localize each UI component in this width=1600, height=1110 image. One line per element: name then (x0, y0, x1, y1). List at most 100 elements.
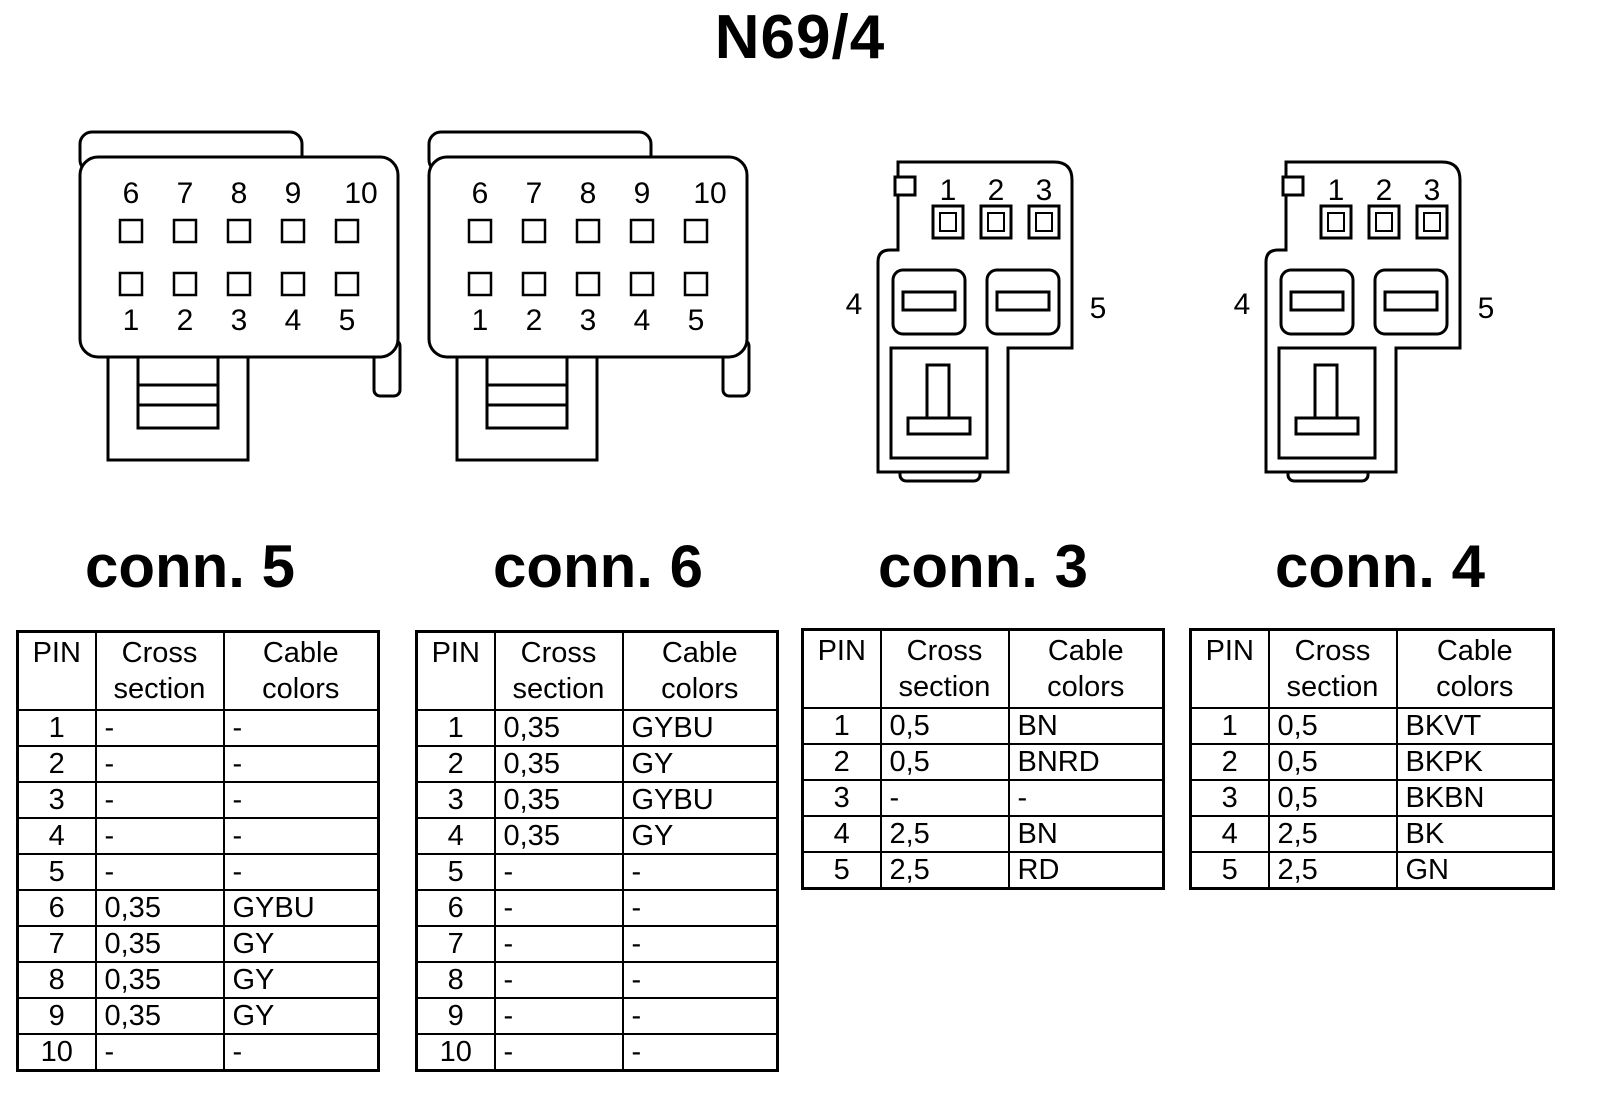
pin-cell: 6 (415, 889, 496, 927)
cable-color-cell: - (621, 853, 779, 891)
pin-socket-inner (1375, 212, 1393, 232)
cable-color-cell: GY (222, 925, 380, 963)
pin-label: 3 (1424, 174, 1441, 207)
pin-label: 2 (988, 174, 1005, 207)
pin-label: 3 (580, 304, 597, 337)
pin-socket-inner (1035, 212, 1053, 232)
cable-color-cell: - (222, 1033, 380, 1072)
cable-color-cell: - (222, 781, 380, 819)
cable-color-cell: RD (1007, 851, 1165, 890)
cable-colors-header: Cable colors (621, 630, 779, 711)
pin-label: 8 (231, 177, 248, 210)
pin-header: PIN (1189, 628, 1270, 709)
pin-socket-inner (939, 212, 957, 232)
pin-label: 2 (177, 304, 194, 337)
cross-section-cell: - (94, 817, 225, 855)
pin-socket (521, 271, 547, 297)
cross-section-cell: 2,5 (1267, 851, 1398, 890)
connector-latch-base (1294, 416, 1360, 436)
conn-6-label: conn. 6 (492, 533, 704, 600)
cross-section-cell: - (493, 925, 624, 963)
pin-socket-inner (1423, 212, 1441, 232)
cross-section-header: Cross section (1267, 628, 1398, 709)
cable-color-cell: - (621, 889, 779, 927)
pin-label: 1 (472, 304, 489, 337)
pin-cell: 1 (1189, 707, 1270, 745)
pin-cell: 9 (16, 997, 97, 1035)
cross-section-cell: 2,5 (1267, 815, 1398, 853)
pin-cell: 2 (1189, 743, 1270, 781)
pin-socket-inner (995, 290, 1051, 312)
pin-cell: 3 (415, 781, 496, 819)
pin-cell: 1 (801, 707, 882, 745)
pin-socket (683, 218, 709, 244)
table-row: 4-- (16, 817, 380, 855)
pin-socket (521, 218, 547, 244)
pin-label: 9 (285, 177, 302, 210)
pin-socket (226, 271, 252, 297)
pin-cell: 1 (16, 709, 97, 747)
cable-color-cell: - (222, 709, 380, 747)
cable-color-cell: BN (1007, 815, 1165, 853)
pin-cell: 2 (415, 745, 496, 783)
pin-socket (683, 271, 709, 297)
pin-header: PIN (801, 628, 882, 709)
cross-section-cell: - (94, 853, 225, 891)
pin-label: 3 (1036, 174, 1053, 207)
cable-color-cell: BK (1395, 815, 1555, 853)
pin-socket-inner (901, 290, 957, 312)
pin-cell: 8 (415, 961, 496, 999)
pin-socket (280, 218, 306, 244)
cross-section-cell: 2,5 (879, 815, 1010, 853)
cross-section-header: Cross section (94, 630, 225, 711)
pin-label: 2 (1376, 174, 1393, 207)
pin-cell: 5 (415, 853, 496, 891)
table-row: 6-- (415, 889, 779, 927)
cross-section-cell: 0,35 (94, 961, 225, 999)
pin-socket (172, 271, 198, 297)
pin-cell: 3 (16, 781, 97, 819)
table-row: 10-- (415, 1033, 779, 1072)
pin-label: 5 (339, 304, 356, 337)
cable-color-cell: BKVT (1395, 707, 1555, 745)
cross-section-cell: 0,35 (94, 925, 225, 963)
pin-socket (334, 271, 360, 297)
cable-color-cell: GY (222, 961, 380, 999)
pin-cell: 5 (16, 853, 97, 891)
cross-section-cell: 0,5 (1267, 707, 1398, 745)
table-row: 8-- (415, 961, 779, 999)
connector-tab (1281, 175, 1305, 197)
pin-label: 10 (344, 177, 377, 210)
pin-cell: 10 (415, 1033, 496, 1072)
connector-body (78, 155, 400, 359)
pin-label: 4 (634, 304, 651, 337)
conn-5-label: conn. 5 (84, 533, 296, 600)
pin-label: 4 (1234, 288, 1251, 321)
pin-label: 7 (177, 177, 194, 210)
pin-cell: 4 (16, 817, 97, 855)
cable-color-cell: - (222, 817, 380, 855)
table-row: 1-- (16, 709, 380, 747)
cross-section-cell: - (94, 1033, 225, 1072)
pin-label: 2 (526, 304, 543, 337)
pin-cell: 2 (16, 745, 97, 783)
cable-color-cell: BKPK (1395, 743, 1555, 781)
pin-label: 6 (123, 177, 140, 210)
table-row: 2-- (16, 745, 380, 783)
table-row: 3-- (16, 781, 380, 819)
conn-4-label: conn. 4 (1274, 533, 1486, 600)
cross-section-cell: 0,5 (1267, 779, 1398, 817)
cable-colors-header: Cable colors (222, 630, 380, 711)
pin-cell: 7 (415, 925, 496, 963)
pin-socket (118, 271, 144, 297)
pin-label: 5 (1090, 292, 1107, 325)
cable-color-cell: BNRD (1007, 743, 1165, 781)
